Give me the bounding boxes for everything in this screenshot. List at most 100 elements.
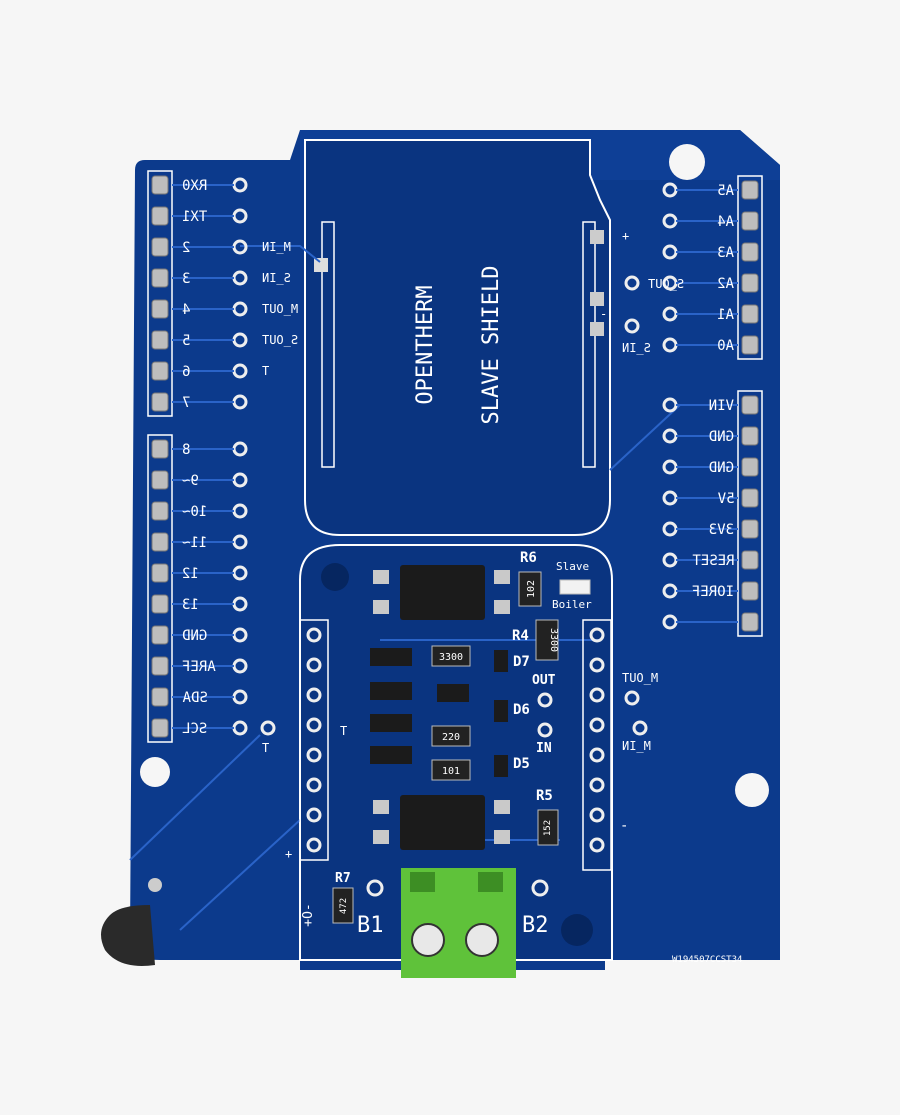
header-pin bbox=[741, 211, 759, 231]
header-pin bbox=[151, 268, 169, 288]
pin-label: 4 bbox=[182, 302, 190, 318]
header-pin bbox=[151, 175, 169, 195]
led bbox=[559, 579, 591, 595]
pin-label: A3 bbox=[717, 245, 734, 261]
label-m-out: M_OUT bbox=[622, 671, 658, 685]
r4-value: 3300 bbox=[548, 628, 559, 652]
header-pin bbox=[741, 180, 759, 200]
header-pin bbox=[741, 488, 759, 508]
pin-label: A5 bbox=[717, 183, 734, 199]
module-pin-row bbox=[321, 221, 335, 468]
optocoupler-bottom bbox=[400, 795, 485, 850]
pin-label: 5V bbox=[717, 491, 734, 507]
pin-label: GND bbox=[709, 429, 734, 445]
pin-label: 11~ bbox=[182, 535, 207, 551]
pin-label: 13 bbox=[182, 597, 199, 613]
r220-value: 220 bbox=[442, 732, 460, 743]
header-pin bbox=[741, 550, 759, 570]
label-r6: R6 bbox=[520, 550, 537, 566]
label-t2: T bbox=[262, 741, 269, 755]
column-pad bbox=[306, 807, 322, 823]
pin-label: VIN bbox=[709, 398, 734, 414]
pin-label: 7 bbox=[182, 395, 190, 411]
pin-label: RX0 bbox=[182, 178, 207, 194]
pin-label: 5 bbox=[182, 333, 190, 349]
diodes bbox=[370, 648, 508, 777]
temperature-sensor bbox=[101, 905, 155, 966]
label-plus: + bbox=[622, 229, 629, 243]
label-out: OUT bbox=[532, 673, 556, 688]
pin-label: 8 bbox=[182, 442, 190, 458]
pad-s-in bbox=[624, 318, 640, 334]
column-pad bbox=[306, 747, 322, 763]
mounting-hole bbox=[735, 773, 769, 807]
label-s-in: S_IN bbox=[622, 341, 651, 355]
label-s-out: S_OUT bbox=[648, 277, 684, 291]
header-pin bbox=[741, 335, 759, 355]
module-outline bbox=[304, 139, 611, 536]
column-pad bbox=[589, 837, 605, 853]
resistor-r4 bbox=[535, 619, 559, 661]
signal-label: S_OUT bbox=[262, 333, 298, 347]
header-pin bbox=[151, 439, 169, 459]
signal-label: S_IN bbox=[262, 271, 291, 285]
label-r7: R7 bbox=[335, 871, 351, 886]
header-pin bbox=[741, 426, 759, 446]
column-pad bbox=[306, 777, 322, 793]
terminal-screw[interactable] bbox=[411, 923, 445, 957]
pin-label: 12 bbox=[182, 566, 199, 582]
pin-label: A2 bbox=[717, 276, 734, 292]
pin-label: SDA bbox=[182, 690, 208, 706]
column-pad bbox=[589, 657, 605, 673]
signal-label: M_IN bbox=[262, 240, 291, 254]
label-d6: D6 bbox=[513, 702, 530, 718]
header-pin bbox=[151, 625, 169, 645]
signal-label: T bbox=[262, 364, 269, 378]
label-d7: D7 bbox=[513, 654, 530, 670]
header-pin bbox=[151, 532, 169, 552]
resistor-3300 bbox=[431, 645, 471, 667]
header-pin bbox=[151, 501, 169, 521]
r3-value: 3300 bbox=[439, 652, 463, 663]
header-pin bbox=[151, 237, 169, 257]
board-title-line2: SLAVE SHIELD bbox=[479, 266, 504, 425]
pin-label: RESET bbox=[692, 553, 735, 569]
label-plus-lower: + bbox=[285, 847, 292, 861]
r5-value: 152 bbox=[543, 820, 553, 836]
pad bbox=[590, 292, 604, 306]
pin-label: 3 bbox=[182, 271, 190, 287]
pad-b1 bbox=[366, 879, 384, 897]
header-pin bbox=[741, 242, 759, 262]
pin-column-right bbox=[582, 619, 612, 871]
serial-number: W194507CCST34 bbox=[672, 955, 742, 965]
header-pin bbox=[741, 581, 759, 601]
resistor-r7 bbox=[332, 887, 354, 924]
board-title-line1: OPENTHERM bbox=[413, 285, 438, 404]
header-pin bbox=[151, 299, 169, 319]
pad-m-in bbox=[632, 720, 648, 736]
header-pin bbox=[741, 273, 759, 293]
terminal-screw[interactable] bbox=[465, 923, 499, 957]
header-outline bbox=[737, 390, 763, 637]
mounting-hole bbox=[140, 757, 170, 787]
r101-value: 101 bbox=[442, 766, 460, 777]
label-t: T bbox=[340, 724, 347, 738]
terminal-slot bbox=[478, 872, 503, 892]
resistor-r6 bbox=[518, 571, 542, 607]
pad-in bbox=[537, 722, 553, 738]
header-pin bbox=[151, 594, 169, 614]
header-outline bbox=[147, 434, 173, 743]
pad bbox=[590, 322, 604, 336]
via-hole bbox=[561, 914, 593, 946]
pad-t bbox=[260, 720, 276, 736]
mounting-hole bbox=[669, 144, 705, 180]
traces bbox=[129, 245, 681, 931]
label-d5: D5 bbox=[513, 756, 530, 772]
optocoupler-top bbox=[400, 565, 485, 620]
pin-label: A4 bbox=[717, 214, 734, 230]
label-sensor-pins: +O- bbox=[301, 903, 316, 926]
pin-label: A1 bbox=[717, 307, 734, 323]
pin-label: 2 bbox=[182, 240, 190, 256]
pin-label: 10~ bbox=[182, 504, 207, 520]
